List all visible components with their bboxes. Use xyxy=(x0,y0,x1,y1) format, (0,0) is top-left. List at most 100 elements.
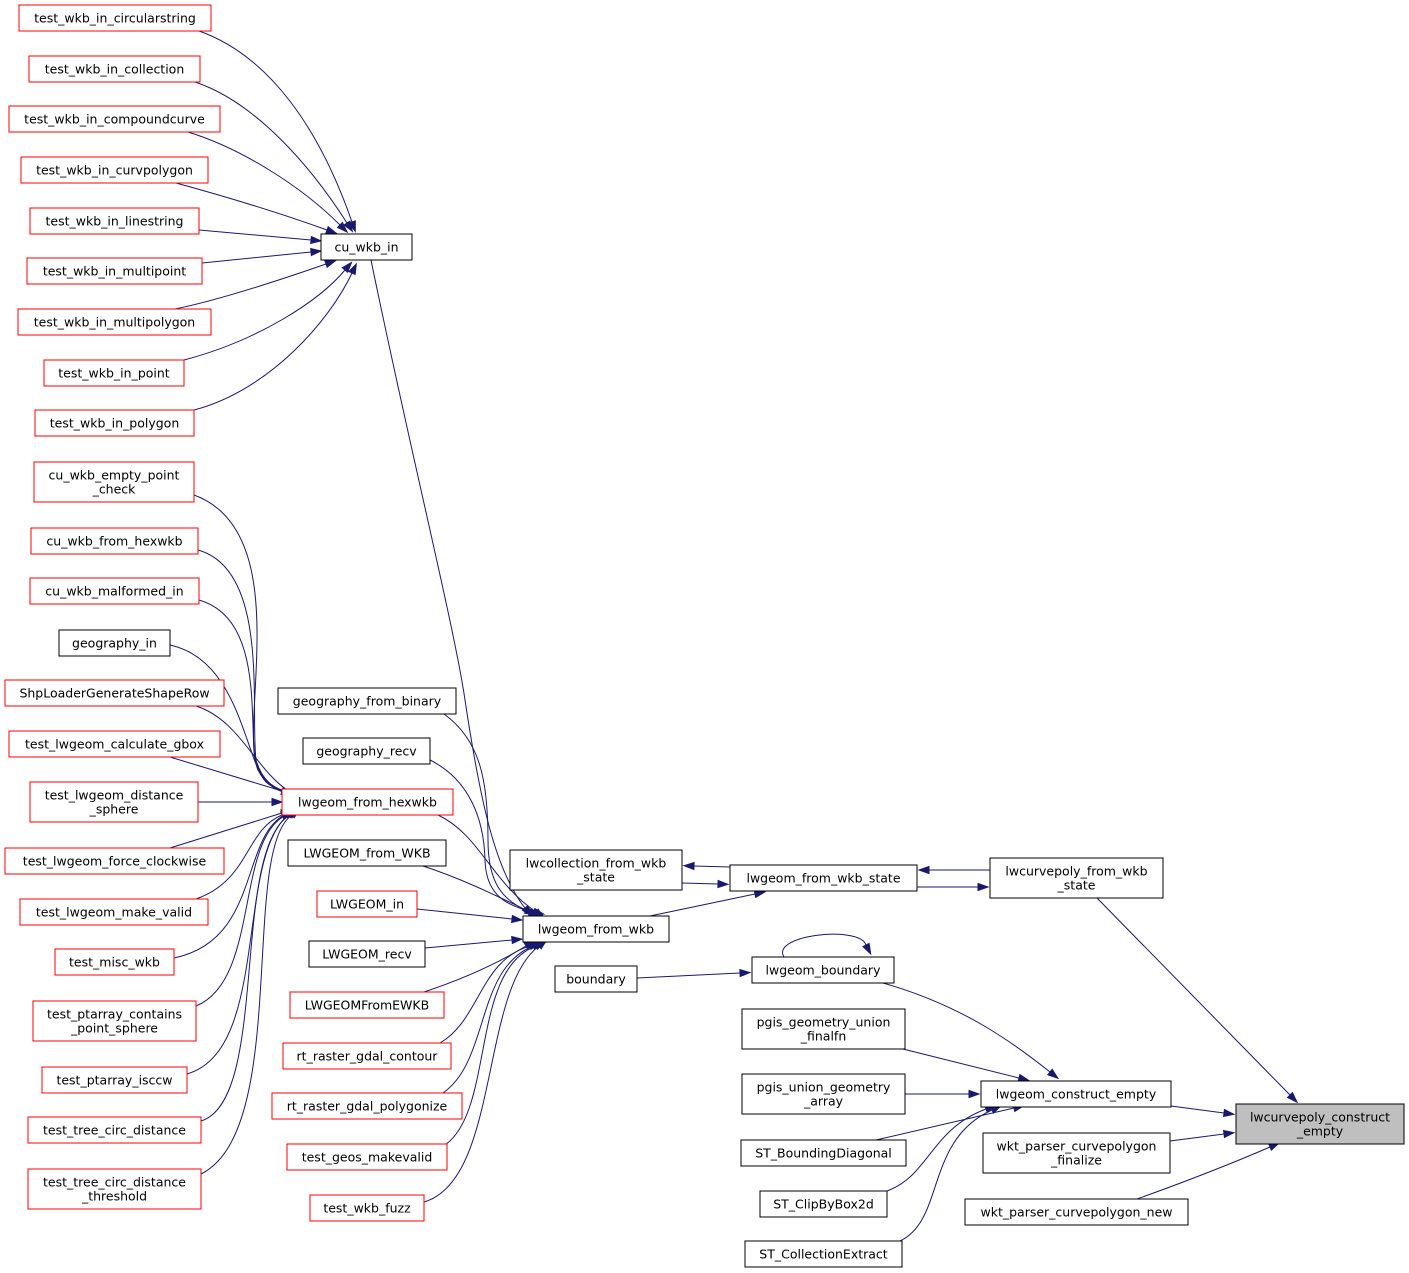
node-wkt-parser-curvepolygon-new[interactable]: wkt_parser_curvepolygon_new xyxy=(964,1198,1189,1226)
node-geography-recv[interactable]: geography_recv xyxy=(302,737,431,765)
node-cu-wkb-from-hexwkb[interactable]: cu_wkb_from_hexwkb xyxy=(30,527,199,555)
node-geography-from-binary[interactable]: geography_from_binary xyxy=(277,687,457,715)
node-test-wkb-in-multipolygon[interactable]: test_wkb_in_multipolygon xyxy=(17,308,212,336)
node-st-collectionextract[interactable]: ST_CollectionExtract xyxy=(744,1240,903,1268)
node-pgis-geometry-union-finalfn[interactable]: pgis_geometry_union_finalfn xyxy=(741,1008,906,1050)
node-box[interactable] xyxy=(8,730,221,758)
node-box[interactable] xyxy=(302,737,431,765)
node-test-lwgeom-distance-sphere[interactable]: test_lwgeom_distance_sphere xyxy=(29,781,199,823)
node-test-wkb-in-collection[interactable]: test_wkb_in_collection xyxy=(28,55,201,83)
node-rt-raster-gdal-polygonize[interactable]: rt_raster_gdal_polygonize xyxy=(271,1092,463,1120)
node-box[interactable] xyxy=(509,849,683,891)
node-test-lwgeom-calculate-gbox[interactable]: test_lwgeom_calculate_gbox xyxy=(8,730,221,758)
node-test-ptarray-contains-point-sphere[interactable]: test_ptarray_contains_point_sphere xyxy=(32,1000,197,1042)
node-box[interactable] xyxy=(29,577,200,605)
node-test-geos-makevalid[interactable]: test_geos_makevalid xyxy=(286,1143,448,1171)
node-cu-wkb-in[interactable]: cu_wkb_in xyxy=(320,233,413,261)
node-box[interactable] xyxy=(281,788,454,816)
node-box[interactable] xyxy=(41,1066,188,1094)
node-box[interactable] xyxy=(759,1190,888,1218)
node-test-lwgeom-force-clockwise[interactable]: test_lwgeom_force_clockwise xyxy=(4,847,225,875)
node-st-clipbybox2d[interactable]: ST_ClipByBox2d xyxy=(759,1190,888,1218)
node-box[interactable] xyxy=(282,1042,452,1070)
node-box[interactable] xyxy=(989,857,1164,899)
node-lwgeom-recv[interactable]: LWGEOM_recv xyxy=(308,940,426,968)
node-test-tree-circ-distance-threshold[interactable]: test_tree_circ_distance_threshold xyxy=(27,1168,202,1210)
node-box[interactable] xyxy=(286,1143,448,1171)
node-box[interactable] xyxy=(8,105,221,133)
node-box[interactable] xyxy=(964,1198,1189,1226)
node-box[interactable] xyxy=(751,956,895,984)
node-rt-raster-gdal-contour[interactable]: rt_raster_gdal_contour xyxy=(282,1042,452,1070)
node-box[interactable] xyxy=(4,847,225,875)
node-geography-in[interactable]: geography_in xyxy=(58,629,171,657)
node-box[interactable] xyxy=(27,1168,202,1210)
node-box[interactable] xyxy=(54,948,175,976)
node-box[interactable] xyxy=(980,1080,1172,1108)
node-lwgeom-from-wkb-state[interactable]: lwgeom_from_wkb_state xyxy=(729,864,918,892)
node-pgis-union-geometry-array[interactable]: pgis_union_geometry_array xyxy=(741,1073,906,1115)
node-box[interactable] xyxy=(34,409,195,437)
node-wkt-parser-curvepolygon-finalize[interactable]: wkt_parser_curvepolygon_finalize xyxy=(982,1132,1171,1174)
node-box[interactable] xyxy=(740,1139,907,1167)
node-box[interactable] xyxy=(1235,1103,1405,1145)
node-box[interactable] xyxy=(29,781,199,823)
node-box[interactable] xyxy=(271,1092,463,1120)
node-lwgeom-construct-empty[interactable]: lwgeom_construct_empty xyxy=(980,1080,1172,1108)
node-box[interactable] xyxy=(32,1000,197,1042)
node-box[interactable] xyxy=(741,1008,906,1050)
node-box[interactable] xyxy=(43,359,185,387)
node-box[interactable] xyxy=(4,679,225,707)
node-box[interactable] xyxy=(316,890,418,918)
node-box[interactable] xyxy=(741,1073,906,1115)
node-test-lwgeom-make-valid[interactable]: test_lwgeom_make_valid xyxy=(19,898,209,926)
node-box[interactable] xyxy=(27,1116,202,1144)
node-lwcollection-from-wkb-state[interactable]: lwcollection_from_wkb_state xyxy=(509,849,683,891)
node-box[interactable] xyxy=(289,991,445,1019)
node-test-wkb-in-point[interactable]: test_wkb_in_point xyxy=(43,359,185,387)
node-box[interactable] xyxy=(18,4,212,32)
node-test-ptarray-isccw[interactable]: test_ptarray_isccw xyxy=(41,1066,188,1094)
node-box[interactable] xyxy=(28,55,201,83)
node-lwgeom-in[interactable]: LWGEOM_in xyxy=(316,890,418,918)
node-box[interactable] xyxy=(20,156,209,184)
node-box[interactable] xyxy=(320,233,413,261)
node-box[interactable] xyxy=(30,527,199,555)
node-test-wkb-fuzz[interactable]: test_wkb_fuzz xyxy=(309,1194,425,1222)
node-test-wkb-in-curvpolygon[interactable]: test_wkb_in_curvpolygon xyxy=(20,156,209,184)
node-box[interactable] xyxy=(744,1240,903,1268)
node-test-wkb-in-linestring[interactable]: test_wkb_in_linestring xyxy=(29,207,200,235)
node-box[interactable] xyxy=(309,1194,425,1222)
node-box[interactable] xyxy=(19,898,209,926)
node-test-wkb-in-circularstring[interactable]: test_wkb_in_circularstring xyxy=(18,4,212,32)
node-lwgeom-from-wkb[interactable]: lwgeom_from_wkb xyxy=(522,915,670,943)
node-box[interactable] xyxy=(58,629,171,657)
node-lwgeom-boundary[interactable]: lwgeom_boundary xyxy=(751,956,895,984)
node-lwgeomfromewkb[interactable]: LWGEOMFromEWKB xyxy=(289,991,445,1019)
node-cu-wkb-malformed-in[interactable]: cu_wkb_malformed_in xyxy=(29,577,200,605)
node-test-misc-wkb[interactable]: test_misc_wkb xyxy=(54,948,175,976)
node-st-boundingdiagonal[interactable]: ST_BoundingDiagonal xyxy=(740,1139,907,1167)
node-test-wkb-in-multipoint[interactable]: test_wkb_in_multipoint xyxy=(26,257,203,285)
node-lwcurvepoly-from-wkb-state[interactable]: lwcurvepoly_from_wkb_state xyxy=(989,857,1164,899)
node-box[interactable] xyxy=(729,864,918,892)
node-lwgeom-from-wkb[interactable]: LWGEOM_from_WKB xyxy=(287,839,447,867)
node-boundary[interactable]: boundary xyxy=(554,965,638,993)
node-box[interactable] xyxy=(17,308,212,336)
node-test-wkb-in-polygon[interactable]: test_wkb_in_polygon xyxy=(34,409,195,437)
node-box[interactable] xyxy=(26,257,203,285)
node-box[interactable] xyxy=(29,207,200,235)
node-box[interactable] xyxy=(277,687,457,715)
node-box[interactable] xyxy=(522,915,670,943)
node-box[interactable] xyxy=(982,1132,1171,1174)
node-lwgeom-from-hexwkb[interactable]: lwgeom_from_hexwkb xyxy=(281,788,454,816)
node-test-tree-circ-distance[interactable]: test_tree_circ_distance xyxy=(27,1116,202,1144)
node-box[interactable] xyxy=(33,461,195,503)
node-lwcurvepoly-construct-empty[interactable]: lwcurvepoly_construct_empty xyxy=(1235,1103,1405,1145)
node-box[interactable] xyxy=(554,965,638,993)
node-test-wkb-in-compoundcurve[interactable]: test_wkb_in_compoundcurve xyxy=(8,105,221,133)
node-box[interactable] xyxy=(308,940,426,968)
node-box[interactable] xyxy=(287,839,447,867)
node-cu-wkb-empty-point-check[interactable]: cu_wkb_empty_point_check xyxy=(33,461,195,503)
node-shploadergenerateshaperow[interactable]: ShpLoaderGenerateShapeRow xyxy=(4,679,225,707)
